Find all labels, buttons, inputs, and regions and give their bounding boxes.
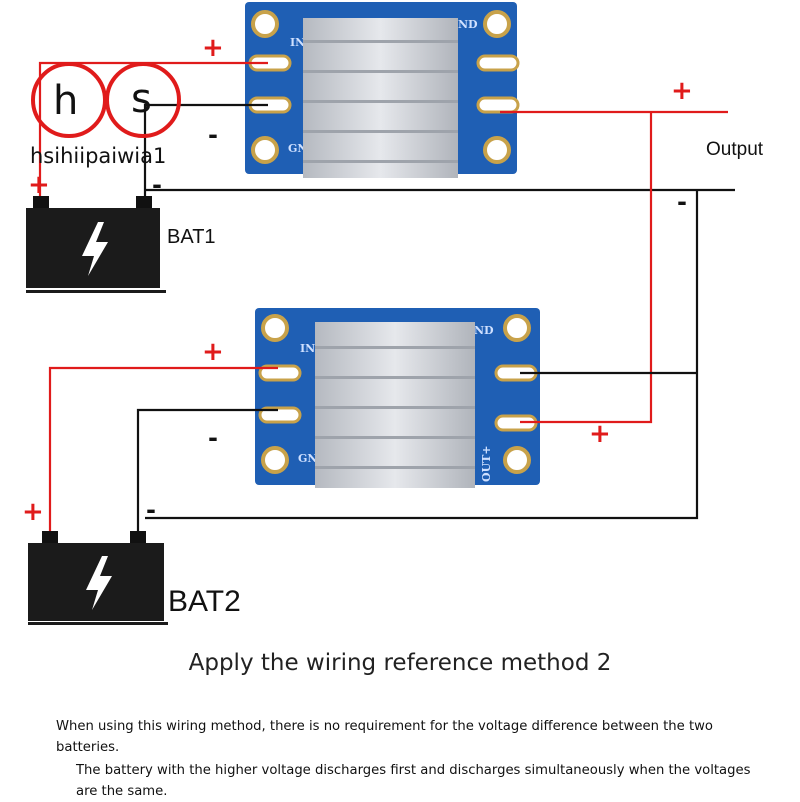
watermark-text: hsihiipaiwia1 [30, 144, 167, 168]
battery-2 [28, 531, 168, 625]
battery-2-label: BAT2 [168, 585, 241, 618]
wire-common-negative [145, 190, 699, 520]
module-2-pin-out: OUT+ [480, 445, 493, 482]
plus-sign: + [28, 170, 50, 200]
lightning-bolt-icon [82, 222, 108, 276]
battery-1 [26, 196, 166, 293]
module-2-pin-gnd: GN [298, 452, 317, 465]
note-paragraph-2: The battery with the higher voltage disc… [76, 763, 751, 799]
module-2-pin-in: IN [300, 342, 315, 355]
module-1-pin-gnd: GN [288, 142, 307, 155]
plus-sign: + [202, 33, 224, 63]
minus-sign: - [677, 188, 687, 216]
watermark-letter-s: s [131, 76, 152, 122]
module-2-heatsink [315, 322, 475, 488]
plus-sign: + [22, 497, 44, 527]
lightning-bolt-icon [86, 556, 112, 610]
watermark-logo: h s [31, 62, 181, 138]
wire-bat2-positive [48, 366, 278, 540]
plus-sign: + [589, 419, 611, 449]
converter-module-1: IN GN ND [245, 2, 520, 178]
minus-sign: - [208, 121, 218, 149]
module-1-pin-gnd-right: ND [458, 18, 478, 31]
plus-sign: + [202, 337, 224, 367]
module-1-heatsink [303, 18, 458, 178]
wire-bat1-negative [143, 103, 268, 205]
wire-bat2-negative [136, 408, 278, 540]
plus-sign: + [671, 76, 693, 106]
minus-sign: - [152, 171, 162, 199]
module-2-pin-gnd-right: ND [474, 324, 494, 337]
diagram-title: Apply the wiring reference method 2 [188, 650, 612, 676]
module-1-pin-in: IN [290, 36, 305, 49]
note-paragraph-1: When using this wiring method, there is … [56, 719, 713, 755]
polarity-signs: + - + - + - + - + + - [22, 33, 693, 527]
wire-module2-output-positive [520, 112, 653, 424]
minus-sign: - [208, 424, 218, 452]
converter-module-2: IN GN ND OUT+ [255, 308, 540, 488]
watermark-letter-h: h [53, 78, 78, 124]
minus-sign: - [146, 496, 156, 524]
output-label: Output [706, 139, 764, 160]
wires [38, 61, 735, 540]
wire-bat1-positive [38, 61, 268, 205]
battery-1-label: BAT1 [167, 226, 216, 248]
